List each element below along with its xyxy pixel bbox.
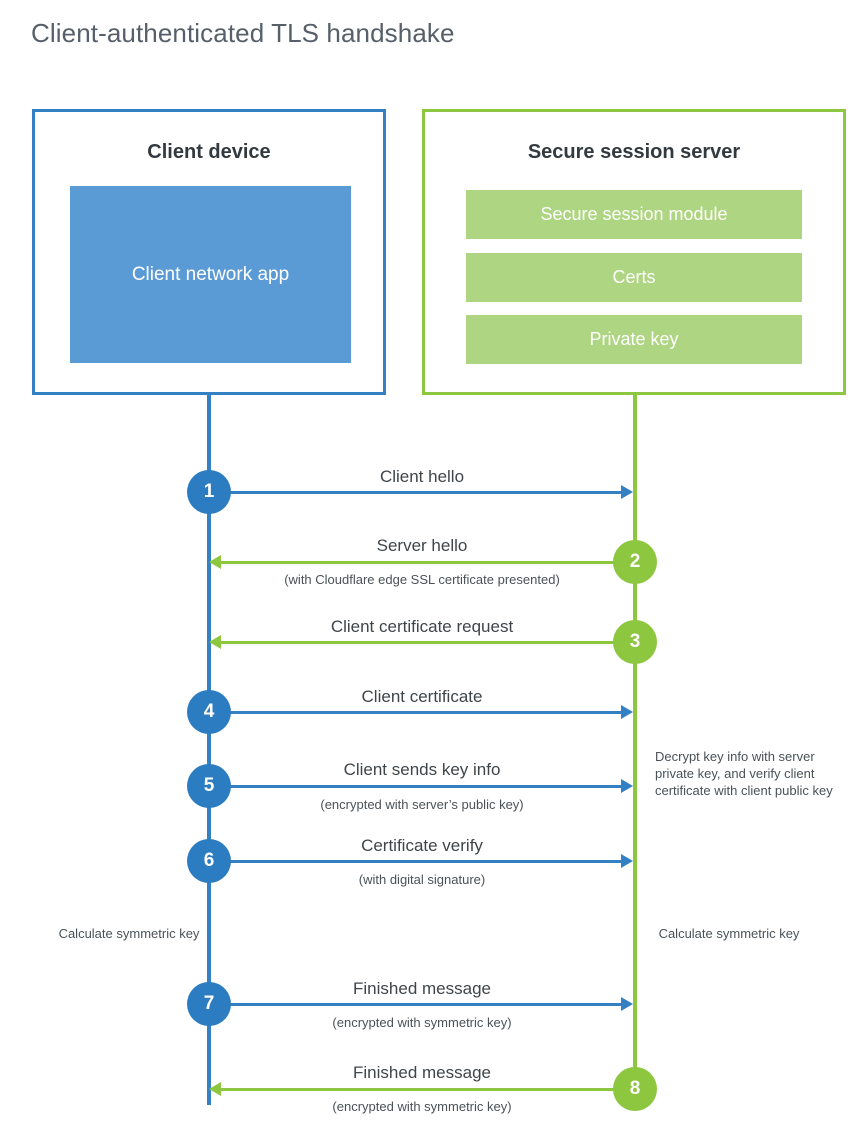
step-3-arrow-head-icon (209, 635, 221, 649)
server-module-private-key: Private key (466, 315, 802, 364)
step-6-label: Certificate verify (361, 836, 483, 855)
step-4-label: Client certificate (361, 687, 483, 706)
client-lifeline (207, 394, 211, 1105)
secure-session-server-title: Secure session server (527, 141, 741, 163)
server-calculate-symmetric-key-note: Calculate symmetric key (658, 926, 800, 941)
client-device-box: Client device Client network app (32, 109, 386, 395)
step-7-badge: 7 (187, 982, 231, 1026)
step-3-badge: 3 (613, 620, 657, 664)
step-8-label: Finished message (353, 1063, 491, 1082)
secure-session-server-box: Secure session server Secure session mod… (422, 109, 846, 395)
step-6-sub-label: (with digital signature) (358, 872, 486, 887)
step-5-badge: 5 (187, 764, 231, 808)
step-7-sub-label: (encrypted with symmetric key) (332, 1015, 512, 1030)
server-module-secure-session-module: Secure session module (466, 190, 802, 239)
step-3-label: Client certificate request (330, 617, 514, 636)
client-network-app-block: Client network app (70, 186, 351, 363)
step-8-arrow-line (221, 1088, 635, 1091)
step-4-arrow-line (209, 711, 623, 714)
step-2-sub-label: (with Cloudflare edge SSL certificate pr… (284, 572, 560, 587)
step-4-arrow-head-icon (621, 705, 633, 719)
step-1-badge: 1 (187, 470, 231, 514)
step-8-arrow-head-icon (209, 1082, 221, 1096)
server-decrypt-note: Decrypt key info with server private key… (655, 749, 833, 798)
step-8-sub-label: (encrypted with symmetric key) (332, 1099, 512, 1114)
step-2-badge: 2 (613, 540, 657, 584)
client-device-title: Client device (147, 141, 271, 163)
step-1-arrow-head-icon (621, 485, 633, 499)
step-8-badge: 8 (613, 1067, 657, 1111)
step-6-arrow-head-icon (621, 854, 633, 868)
step-1-label: Client hello (379, 467, 465, 486)
step-4-badge: 4 (187, 690, 231, 734)
step-5-sub-label: (encrypted with server’s public key) (320, 797, 524, 812)
step-2-arrow-head-icon (209, 555, 221, 569)
step-7-label: Finished message (353, 979, 491, 998)
step-6-arrow-line (209, 860, 623, 863)
client-calculate-symmetric-key-note: Calculate symmetric key (58, 926, 200, 941)
step-5-arrow-head-icon (621, 779, 633, 793)
step-7-arrow-head-icon (621, 997, 633, 1011)
server-lifeline (633, 394, 637, 1094)
page-title: Client-authenticated TLS handshake (31, 18, 455, 48)
step-2-label: Server hello (376, 536, 468, 555)
step-2-arrow-line (221, 561, 635, 564)
step-3-arrow-line (221, 641, 635, 644)
server-module-certs: Certs (466, 253, 802, 302)
step-1-arrow-line (209, 491, 623, 494)
step-5-arrow-line (209, 785, 623, 788)
step-5-label: Client sends key info (343, 760, 501, 779)
step-6-badge: 6 (187, 839, 231, 883)
step-7-arrow-line (209, 1003, 623, 1006)
